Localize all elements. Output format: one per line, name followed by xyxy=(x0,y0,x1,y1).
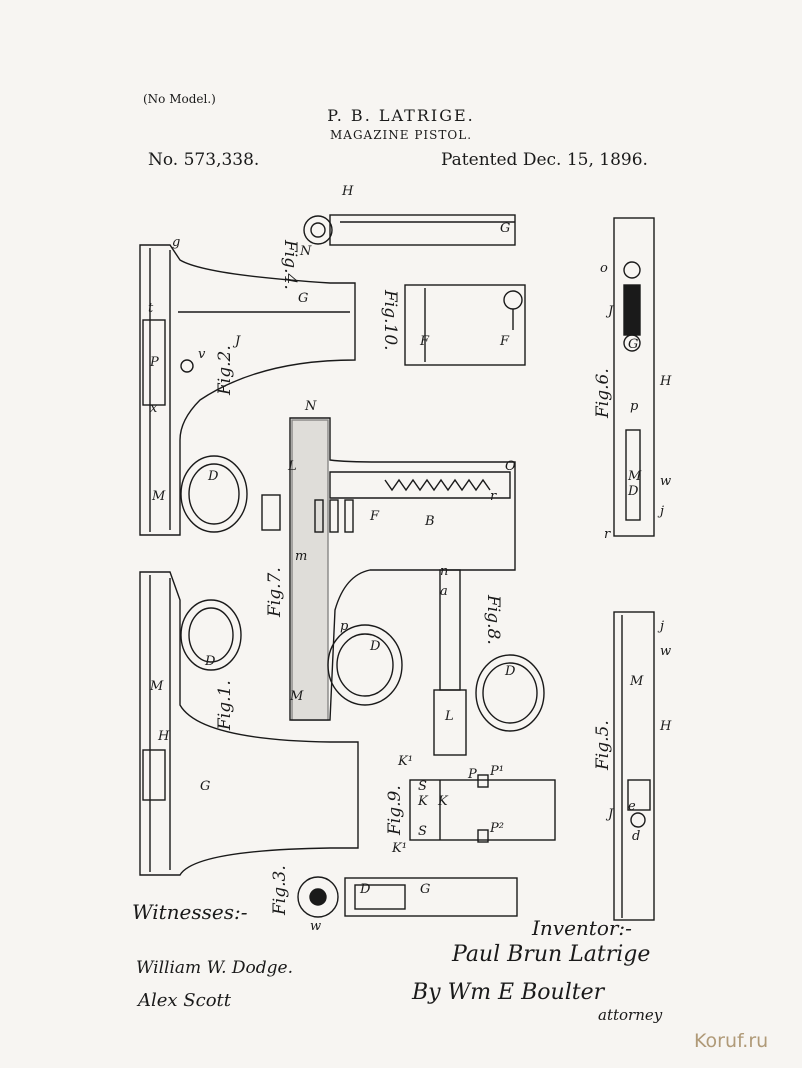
part-label-f2-fig10: F xyxy=(499,334,510,349)
part-label-d-fig7: D xyxy=(369,639,381,654)
part-label-l-fig7: L xyxy=(287,459,297,474)
attorney-label: attorney xyxy=(598,1006,663,1024)
part-label-g-fig4: G xyxy=(500,221,510,236)
part-label-f-fig7: F xyxy=(369,509,380,524)
part-label-r-fig6: r xyxy=(604,527,611,542)
part-label-p-fig6: p xyxy=(630,399,639,414)
model-note: (No Model.) xyxy=(143,92,216,106)
part-label-d-fig2: D xyxy=(207,469,219,484)
figure-10-drawing xyxy=(404,284,526,366)
part-label-d-fig8: D xyxy=(504,664,516,679)
fig-10-label: Fig.10. xyxy=(380,289,400,351)
figure-5-drawing xyxy=(613,611,655,921)
part-label-j2-fig6: j xyxy=(657,504,664,519)
part-label-l-fig8: L xyxy=(444,709,454,724)
part-label-k: K xyxy=(417,794,429,809)
figure-7-drawing xyxy=(261,417,516,721)
fig-9-label: Fig.9. xyxy=(385,785,405,836)
part-label-m-fig5: M xyxy=(629,674,644,689)
fig-7-label: Fig.7. xyxy=(265,567,285,618)
part-label-m-fig1: M xyxy=(149,679,164,694)
part-label-m2-fig7: M xyxy=(289,689,304,704)
part-label-o-fig7: O xyxy=(505,459,516,474)
patent-number: No. 573,338. xyxy=(148,150,260,170)
part-label-j-fig6: J xyxy=(605,304,614,319)
fig-5-label: Fig.5. xyxy=(593,720,613,771)
watermark: Koruf.ru xyxy=(694,1030,769,1052)
part-label-n-fig8: n xyxy=(440,564,448,579)
part-label-m-fig6: M xyxy=(627,469,642,484)
part-label-m-fig7: m xyxy=(295,549,307,564)
part-label-p2-fig9: P² xyxy=(489,821,504,836)
part-label-g: G xyxy=(298,291,308,306)
part-label-o-fig6: o xyxy=(600,261,608,276)
part-label-w-fig5: w xyxy=(660,644,671,659)
part-label-h-fig6: H xyxy=(659,374,672,389)
part-label-p-fig9: P xyxy=(467,767,477,782)
part-label-m-fig2: M xyxy=(151,489,166,504)
part-label-h-fig5: H xyxy=(659,719,672,734)
figure-1-drawing xyxy=(139,571,359,876)
inventor-name-heading: P. B. LATRIGE. xyxy=(327,106,475,125)
fig-2-label: Fig.2. xyxy=(215,345,235,396)
witness-signature-2: Alex Scott xyxy=(138,990,231,1011)
part-label-p-fig7: p xyxy=(340,619,349,634)
part-label-j: J xyxy=(232,334,241,349)
part-label-h-fig4: H xyxy=(341,184,354,199)
figure-8-drawing xyxy=(433,569,545,756)
part-label-s-bottom: S xyxy=(418,824,427,839)
part-label-v: v xyxy=(198,347,206,362)
part-label-g-fig6: G xyxy=(628,337,638,352)
part-label-w-fig3: w xyxy=(310,919,321,934)
figure-2-drawing xyxy=(139,244,356,536)
part-label-x: x xyxy=(150,401,158,416)
fig-1-label: Fig.1. xyxy=(215,680,235,731)
part-label-j2-fig5: J xyxy=(605,807,614,822)
part-label-b-fig7: B xyxy=(424,514,435,529)
witness-signature-1: William W. Dodge. xyxy=(136,958,293,978)
part-label-p: P xyxy=(149,355,159,370)
part-label-j-fig5: j xyxy=(657,619,664,634)
patent-title: MAGAZINE PISTOL. xyxy=(329,128,473,142)
inventor-label: Inventor:- xyxy=(532,916,632,940)
part-label-e-fig5: e xyxy=(628,799,636,814)
fig-6-label: Fig.6. xyxy=(593,368,613,419)
figure-3-drawing xyxy=(297,876,518,918)
part-label-p1-fig9: P¹ xyxy=(489,764,504,779)
part-label-g-top: g xyxy=(172,235,180,250)
part-label-n-fig4: N xyxy=(299,244,312,259)
part-label-k2: K xyxy=(437,794,449,809)
figure-4-drawing xyxy=(303,214,516,246)
inventor-signature: Paul Brun Latrige xyxy=(452,942,651,967)
part-label-h-fig1: H xyxy=(157,729,170,744)
figure-9-drawing xyxy=(409,774,556,843)
fig-8-label: Fig.8. xyxy=(483,594,503,645)
part-label-n-fig7: N xyxy=(304,399,317,414)
part-label-d-fig3: D xyxy=(359,882,371,897)
part-label-d-fig1: D xyxy=(204,654,216,669)
part-label-a-fig8: a xyxy=(440,584,448,599)
patent-date: Patented Dec. 15, 1896. xyxy=(441,150,648,170)
part-label-w-fig6: w xyxy=(660,474,671,489)
part-label-g-fig3: G xyxy=(420,882,430,897)
part-label-g-fig1: G xyxy=(200,779,210,794)
figure-6-drawing xyxy=(613,217,655,537)
fig-4-label: Fig.4. xyxy=(280,239,300,290)
part-label-t: t xyxy=(148,301,154,316)
part-label-k1-top: K¹ xyxy=(397,754,413,769)
part-label-s-top: S xyxy=(418,779,427,794)
attorney-signature: By Wm E Boulter xyxy=(412,980,605,1005)
fig-3-label: Fig.3. xyxy=(270,865,290,916)
part-label-f-fig10: F xyxy=(419,334,430,349)
part-label-d-fig6: D xyxy=(627,484,639,499)
witnesses-label: Witnesses:- xyxy=(132,900,248,924)
part-label-r-fig7: r xyxy=(490,489,497,504)
part-label-k1-bottom: K¹ xyxy=(391,841,407,856)
part-label-d-fig5: d xyxy=(632,829,640,844)
